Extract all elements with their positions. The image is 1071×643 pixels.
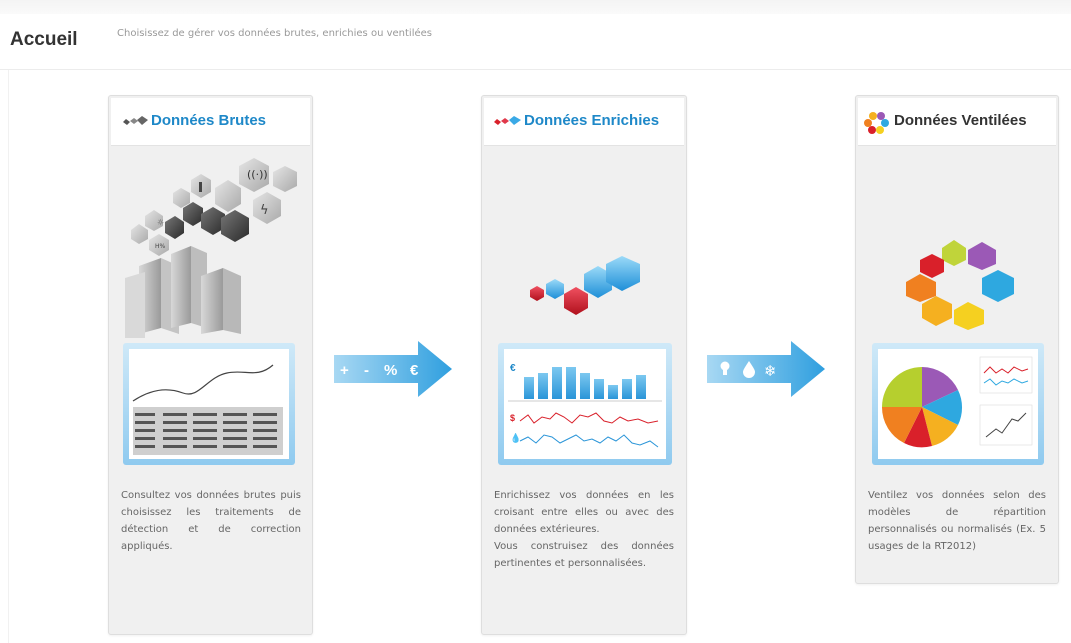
enriched-data-icon xyxy=(494,116,521,125)
arrow-symbol-percent: % xyxy=(384,362,397,379)
svg-text:((·)): ((·)) xyxy=(247,168,268,181)
snowflake-icon: ❄ xyxy=(764,362,777,380)
left-divider xyxy=(8,70,9,643)
card-description: Consultez vos données brutes puis choisi… xyxy=(121,490,301,552)
ventilated-data-icon xyxy=(864,112,889,134)
lightbulb-icon xyxy=(720,361,730,375)
arrow-symbol-minus: - xyxy=(364,362,369,379)
raw-data-icon xyxy=(123,116,148,125)
arrow-symbol-plus: + xyxy=(340,362,349,379)
card-donnees-brutes[interactable]: Données Brutes ☼ H% ((·)) ϟ xyxy=(108,95,313,635)
svg-text:$: $ xyxy=(510,413,515,423)
card-header[interactable]: Données Enrichies xyxy=(484,98,684,146)
card-description: Ventilez vos données selon des modèles d… xyxy=(868,490,1046,552)
enriched-data-chart-screen: € $ 💧 xyxy=(498,343,672,465)
svg-text:€: € xyxy=(510,363,516,374)
card-title[interactable]: Données Enrichies xyxy=(524,112,660,129)
enriched-data-illustration xyxy=(530,256,640,315)
card-donnees-ventilees[interactable]: Données Ventilées Ventilez vos données s… xyxy=(855,95,1059,584)
arrow-weather-factors: ❄ xyxy=(707,341,825,397)
raw-data-table-screen xyxy=(123,343,295,465)
water-drop-icon xyxy=(743,361,755,378)
svg-text:ϟ: ϟ xyxy=(260,203,269,218)
svg-text:💧: 💧 xyxy=(510,432,521,443)
raw-data-illustration: ☼ H% ((·)) ϟ xyxy=(125,158,297,338)
svg-text:☼: ☼ xyxy=(157,218,164,227)
arrow-symbol-euro: € xyxy=(410,362,419,379)
card-description-line-1: Enrichissez vos données en les croisant … xyxy=(494,490,674,535)
page-subtitle: Choisissez de gérer vos données brutes, … xyxy=(117,28,432,39)
card-header[interactable]: Données Brutes xyxy=(111,98,310,146)
card-description: Enrichissez vos données en les croisant … xyxy=(494,487,674,572)
page-header: Accueil Choisissez de gérer vos données … xyxy=(0,14,1071,70)
card-title[interactable]: Données Brutes xyxy=(151,112,267,129)
ventilated-data-pie-screen xyxy=(872,343,1044,465)
card-description-line-2: Vous construisez des données pertinentes… xyxy=(494,541,674,569)
card-donnees-enrichies[interactable]: Données Enrichies € $ 💧 Enrichissez vos … xyxy=(481,95,687,635)
card-title[interactable]: Données Ventilées xyxy=(894,112,1027,129)
svg-text:H%: H% xyxy=(155,243,166,250)
page-title: Accueil xyxy=(10,29,78,50)
ventilated-data-illustration xyxy=(906,240,1014,330)
card-header[interactable]: Données Ventilées xyxy=(858,98,1056,146)
top-strip xyxy=(0,0,1071,14)
arrow-transform-operations: + - % € xyxy=(334,341,452,397)
